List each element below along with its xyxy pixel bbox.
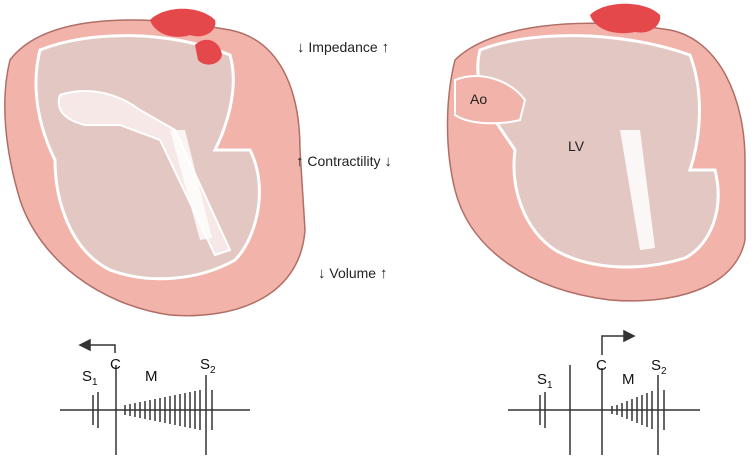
aorta-label: Ao [470,91,487,107]
volume-right-arrow: ↑ [380,265,388,282]
right-m-label: M [622,371,635,388]
volume-label: ↓ Volume ↑ [318,265,387,282]
right-s2-label: S2 [651,357,667,377]
right-c-label: C [596,357,607,374]
contractility-right-arrow: ↓ [384,153,392,170]
contractility-label: ↑ Contractility ↓ [296,153,392,170]
left-s1-label: S1 [82,368,98,388]
left-heart-illustration [5,9,305,316]
left-phonocardiogram [60,340,250,455]
left-m-label: M [145,368,158,385]
impedance-text: Impedance [308,39,377,55]
right-phonocardiogram [508,331,700,455]
left-ventricle-label: LV [568,138,584,154]
contractility-left-arrow: ↑ [296,153,304,170]
volume-left-arrow: ↓ [318,265,326,282]
impedance-left-arrow: ↓ [297,39,305,56]
left-s2-label: S2 [200,356,216,376]
volume-text: Volume [329,265,376,281]
impedance-label: ↓ Impedance ↑ [297,39,389,56]
impedance-right-arrow: ↑ [382,39,390,56]
contractility-text: Contractility [307,153,380,169]
right-heart-illustration [448,4,746,301]
right-s1-label: S1 [537,371,553,391]
left-c-label: C [110,356,121,373]
